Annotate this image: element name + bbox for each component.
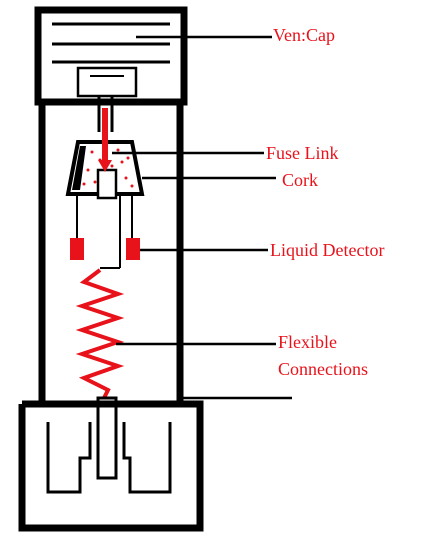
flexible-connection-spring xyxy=(75,268,125,399)
fuse-link-label: Fuse Link xyxy=(266,143,339,163)
connections-label: Connections xyxy=(278,359,368,379)
liquid-detector-left xyxy=(70,238,84,260)
base-inner-right xyxy=(122,422,172,494)
cork-shade-left xyxy=(72,146,86,190)
base-outer xyxy=(18,400,204,532)
cork-speckles xyxy=(82,148,134,188)
base-inner xyxy=(46,422,92,494)
vent-cap-label: Ven:Cap xyxy=(273,25,335,45)
plunger xyxy=(96,396,118,480)
cork-channel xyxy=(96,168,118,200)
vent-cap-plug xyxy=(76,66,138,98)
cork-label: Cork xyxy=(282,170,318,190)
liquid-detector-label: Liquid Detector xyxy=(270,240,385,260)
flexible-label: Flexible xyxy=(278,332,337,352)
liquid-detector-right xyxy=(126,238,140,260)
fuse-link-tip xyxy=(98,160,112,172)
